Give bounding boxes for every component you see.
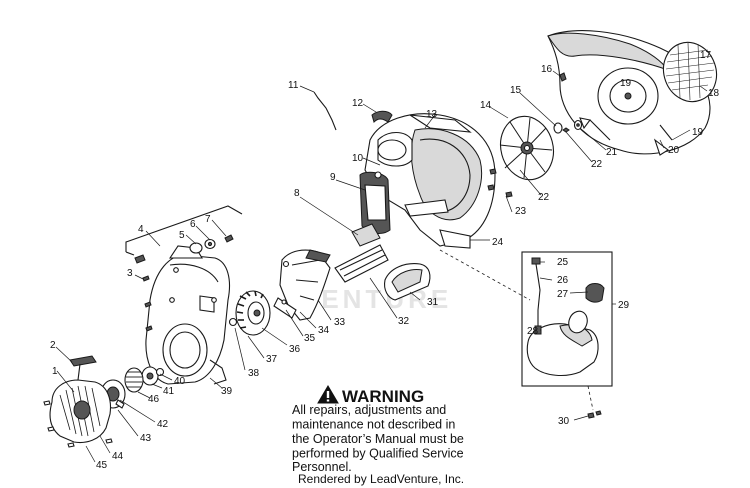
part-label: 42 xyxy=(157,419,169,430)
flywheel-nut xyxy=(228,317,238,327)
part-label: 41 xyxy=(163,386,175,397)
part-label: 23 xyxy=(515,206,527,217)
fan-case xyxy=(359,113,496,249)
part-label: 9 xyxy=(330,172,336,183)
part-label: 7 xyxy=(205,214,211,225)
part-label: 25 xyxy=(557,257,569,268)
part-label: 36 xyxy=(289,344,301,355)
part-label: 2 xyxy=(50,340,56,351)
part-label: 40 xyxy=(174,376,186,387)
part-label: 8 xyxy=(294,188,300,199)
filter-cover xyxy=(384,263,431,301)
washers xyxy=(553,119,583,134)
part-label: 34 xyxy=(318,325,330,336)
part-label: 19 xyxy=(620,78,632,89)
part-label: 3 xyxy=(127,268,133,279)
part-label: 26 xyxy=(557,275,569,286)
part-label: 1 xyxy=(52,366,58,377)
engine-cover xyxy=(145,245,231,385)
part-label: 22 xyxy=(591,159,603,170)
tank-mount-reference xyxy=(587,385,594,411)
part-label: 33 xyxy=(334,317,346,328)
clip-part xyxy=(371,110,393,123)
part-label: 31 xyxy=(427,297,439,308)
housing-screws xyxy=(487,72,567,198)
warning-line: All repairs, adjustments and xyxy=(292,403,446,417)
part-label: 21 xyxy=(606,147,618,158)
part-label: 19 xyxy=(692,127,704,138)
part-label: 11 xyxy=(288,80,299,91)
fuel-line-reference xyxy=(439,249,531,301)
part-label: 22 xyxy=(538,192,550,203)
part-label: 4 xyxy=(138,224,144,235)
part-label: 27 xyxy=(557,289,569,300)
warning-line: Personnel. xyxy=(292,460,352,474)
part-label: 46 xyxy=(148,394,160,405)
part-label: 6 xyxy=(190,219,196,230)
part-label: 35 xyxy=(304,333,316,344)
part-label: 20 xyxy=(668,145,680,156)
watermark-text: VENTURE xyxy=(300,284,452,314)
leader-lines xyxy=(55,70,708,463)
warning-title: WARNING xyxy=(342,387,424,406)
part-label: 17 xyxy=(700,50,712,61)
part-label: 14 xyxy=(480,100,492,111)
warning-triangle-icon xyxy=(317,385,339,404)
part-label: 45 xyxy=(96,460,108,471)
part-label: 15 xyxy=(510,85,522,96)
part-label: 38 xyxy=(248,368,260,379)
part-label: 28 xyxy=(527,326,539,337)
part-label: 5 xyxy=(179,230,185,241)
warning-line: the Operator’s Manual must be xyxy=(292,432,464,446)
part-label: 10 xyxy=(352,153,364,164)
part-label: 24 xyxy=(492,237,504,248)
warning-line: performed by Qualified Service xyxy=(292,447,464,461)
part-label: 32 xyxy=(398,316,410,327)
handle-bracket xyxy=(125,205,243,264)
warning-block: WARNING All repairs, adjustments and mai… xyxy=(292,385,464,474)
part-label: 43 xyxy=(140,433,152,444)
filter-holder xyxy=(334,223,389,283)
intake-grille xyxy=(662,41,718,103)
ignition-bracket xyxy=(273,249,331,321)
part-label: 37 xyxy=(266,354,278,365)
part-label: 29 xyxy=(618,300,630,311)
fuel-tank-kit xyxy=(521,251,613,387)
screws xyxy=(142,275,153,332)
part-label: 13 xyxy=(426,109,438,120)
throttle-rod xyxy=(313,91,337,131)
flywheel xyxy=(235,290,271,336)
part-label: 12 xyxy=(352,98,364,109)
part-label: 30 xyxy=(558,416,570,427)
part-label: 44 xyxy=(112,451,124,462)
part-label: 16 xyxy=(541,64,553,75)
part-label: 39 xyxy=(221,386,233,397)
warning-line: maintenance not described in xyxy=(292,418,455,432)
impeller-fan xyxy=(499,115,554,181)
part-label: 18 xyxy=(708,88,720,99)
recoil-starter xyxy=(43,355,113,448)
starter-pulley xyxy=(100,366,165,409)
rendered-by-credit: Rendered by LeadVenture, Inc. xyxy=(298,472,464,486)
part-number-labels: 1 2 3 4 5 6 7 8 9 10 11 12 13 14 15 16 1… xyxy=(50,50,720,471)
